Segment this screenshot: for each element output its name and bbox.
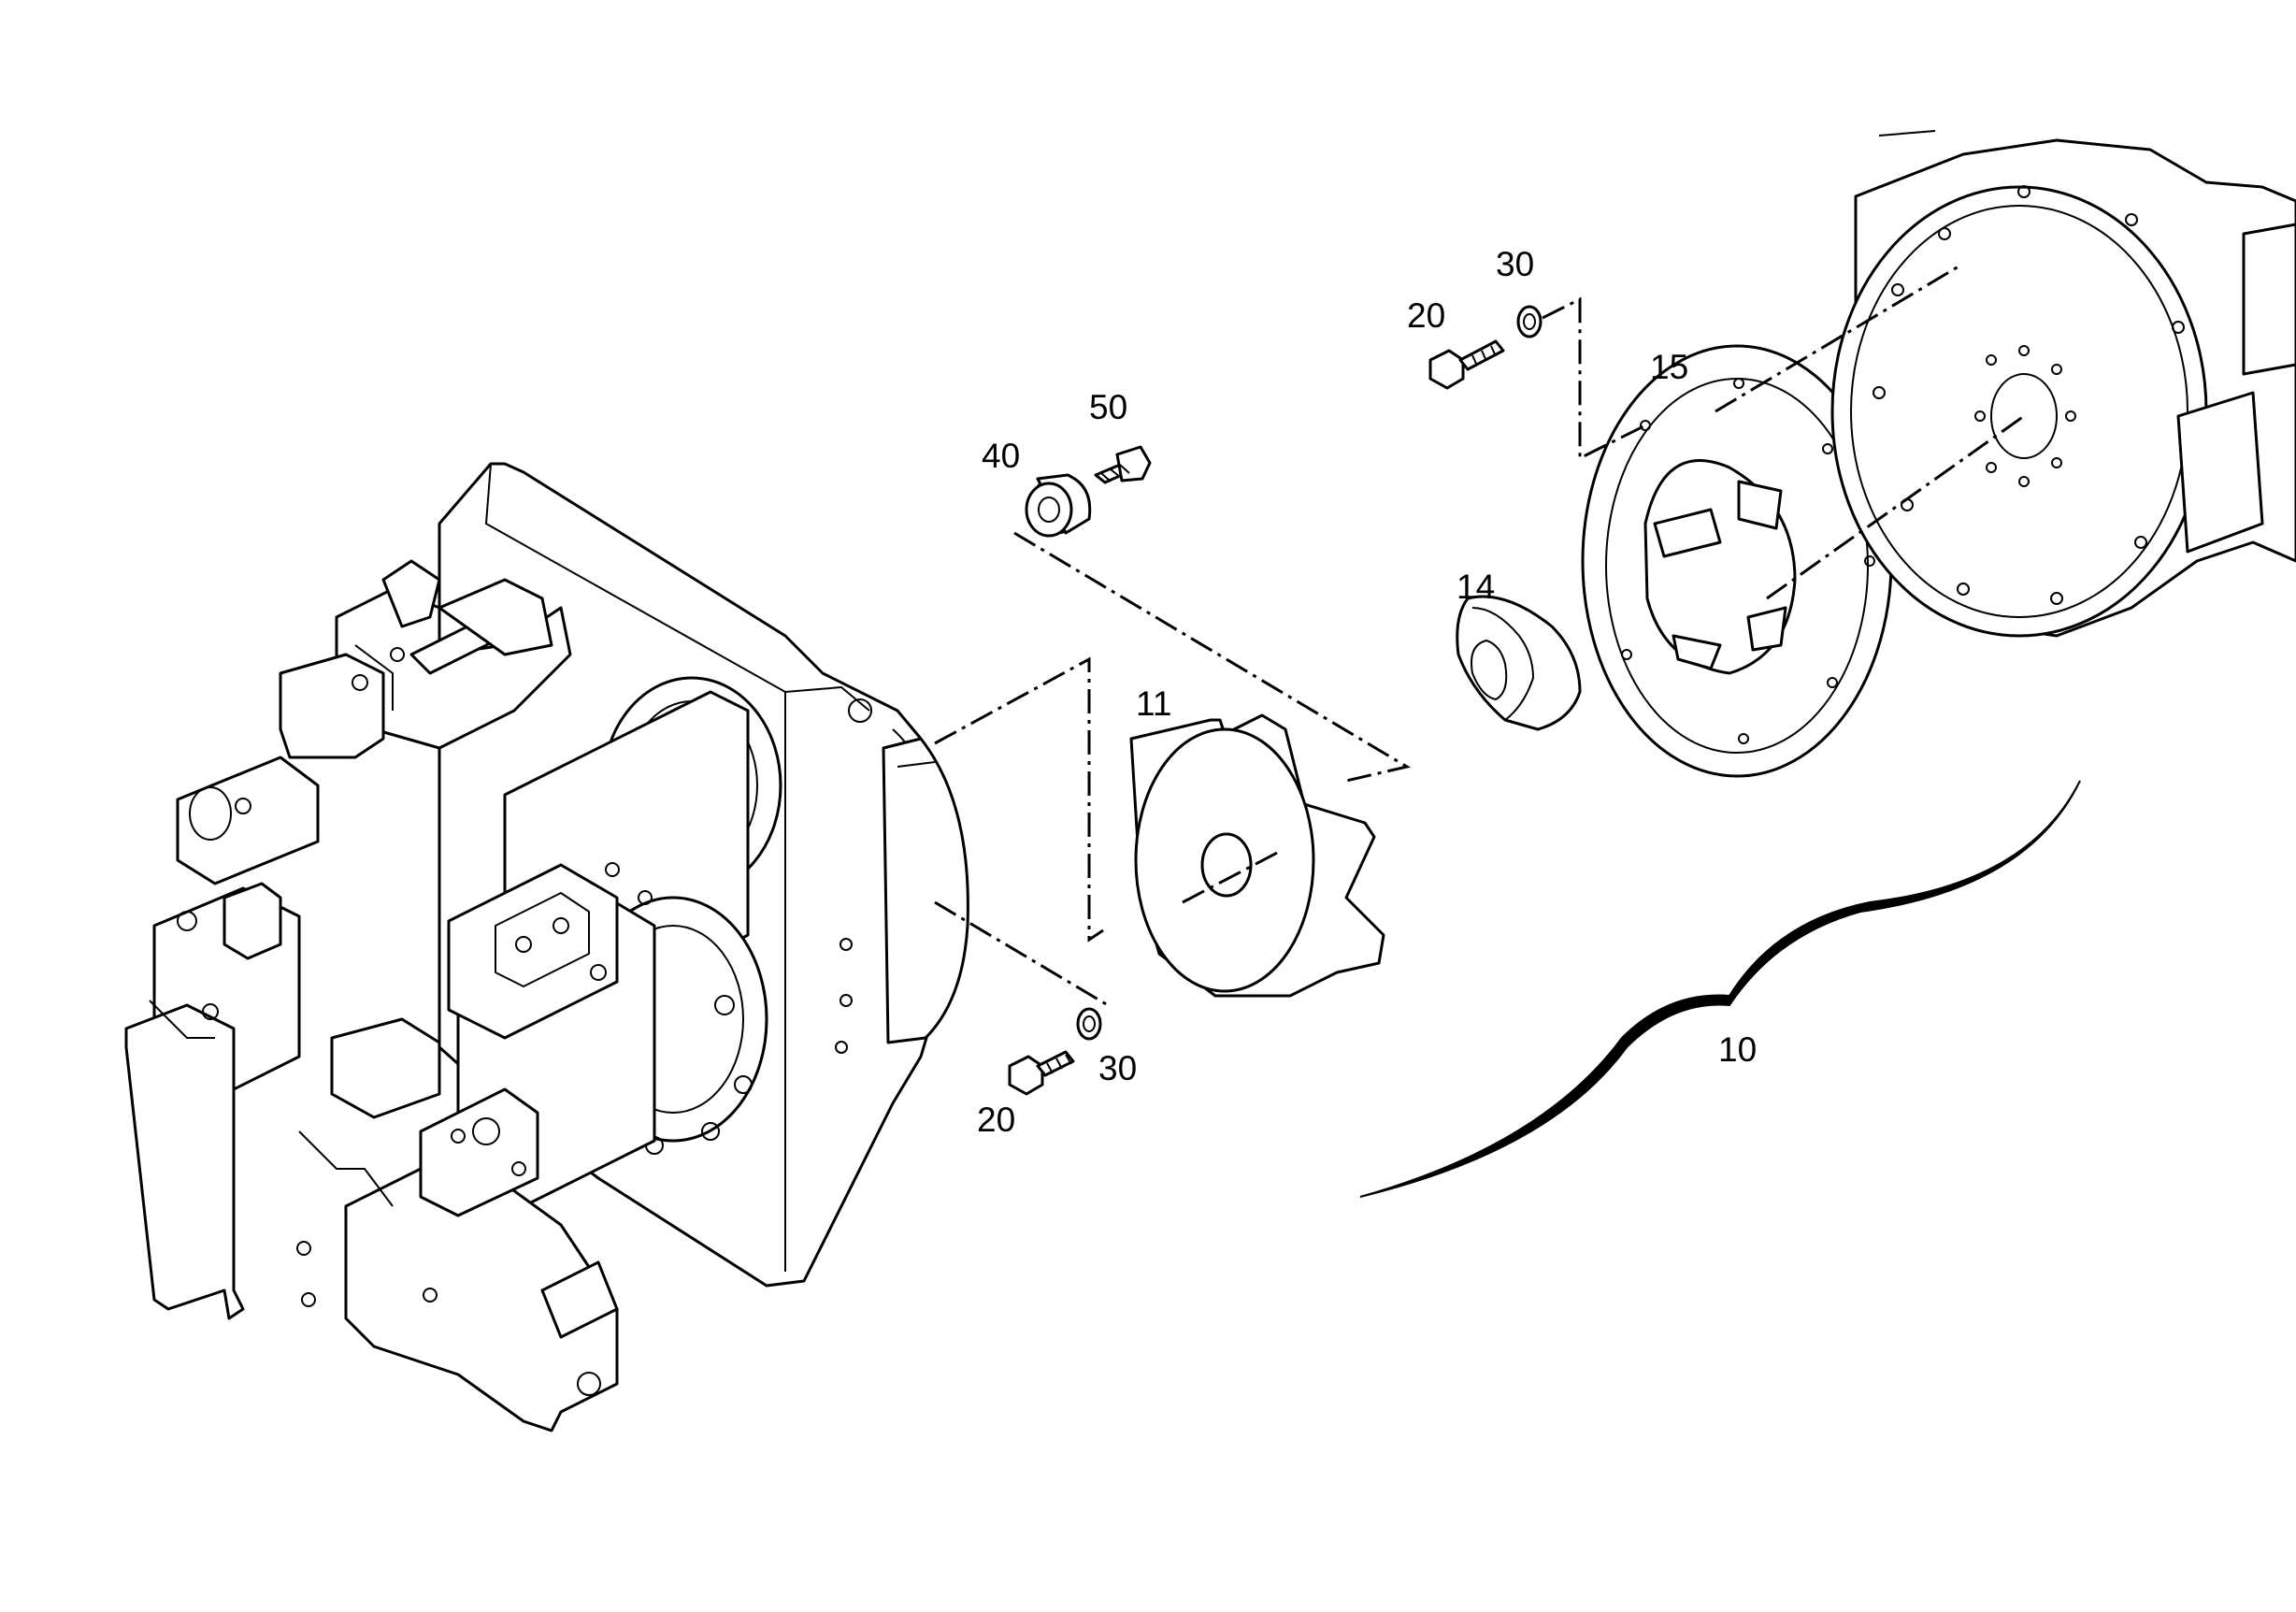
- callout-10: 10: [1718, 1030, 1757, 1069]
- assembly-lines: [934, 265, 2025, 1007]
- coupling-flange-15: [1581, 344, 1893, 778]
- output-flange: [882, 737, 969, 1044]
- assembly-brace: [1359, 780, 2081, 1198]
- callout-20-lower: 20: [977, 1101, 1015, 1139]
- lock-washer-30-upper: [1516, 305, 1543, 338]
- engine-flywheel-housing: [1830, 130, 2296, 638]
- control-valve-block: [447, 862, 653, 1040]
- callout-11: 11: [1136, 684, 1171, 723]
- callout-15: 15: [1650, 348, 1688, 386]
- solenoid-valve-block: [298, 1017, 619, 1432]
- spacer-ring-40: [1025, 473, 1092, 538]
- hex-bolt-20-upper: [1428, 339, 1505, 390]
- callout-40: 40: [982, 437, 1020, 475]
- coupling-hub-11: [1129, 713, 1385, 998]
- callout-20-upper: 20: [1407, 296, 1445, 335]
- callout-14: 14: [1457, 568, 1495, 606]
- hex-bolt-50: [1094, 445, 1152, 484]
- rubber-element-14: [1456, 595, 1582, 731]
- lock-washer-30-lower: [1076, 1007, 1102, 1041]
- callout-50: 50: [1089, 388, 1127, 426]
- auxiliary-pump: [176, 559, 572, 885]
- hex-bolt-20-lower: [1008, 1050, 1075, 1096]
- callout-30-upper: 30: [1496, 245, 1534, 283]
- pressure-control-valve: [124, 882, 316, 1320]
- callout-30-lower: 30: [1098, 1049, 1137, 1087]
